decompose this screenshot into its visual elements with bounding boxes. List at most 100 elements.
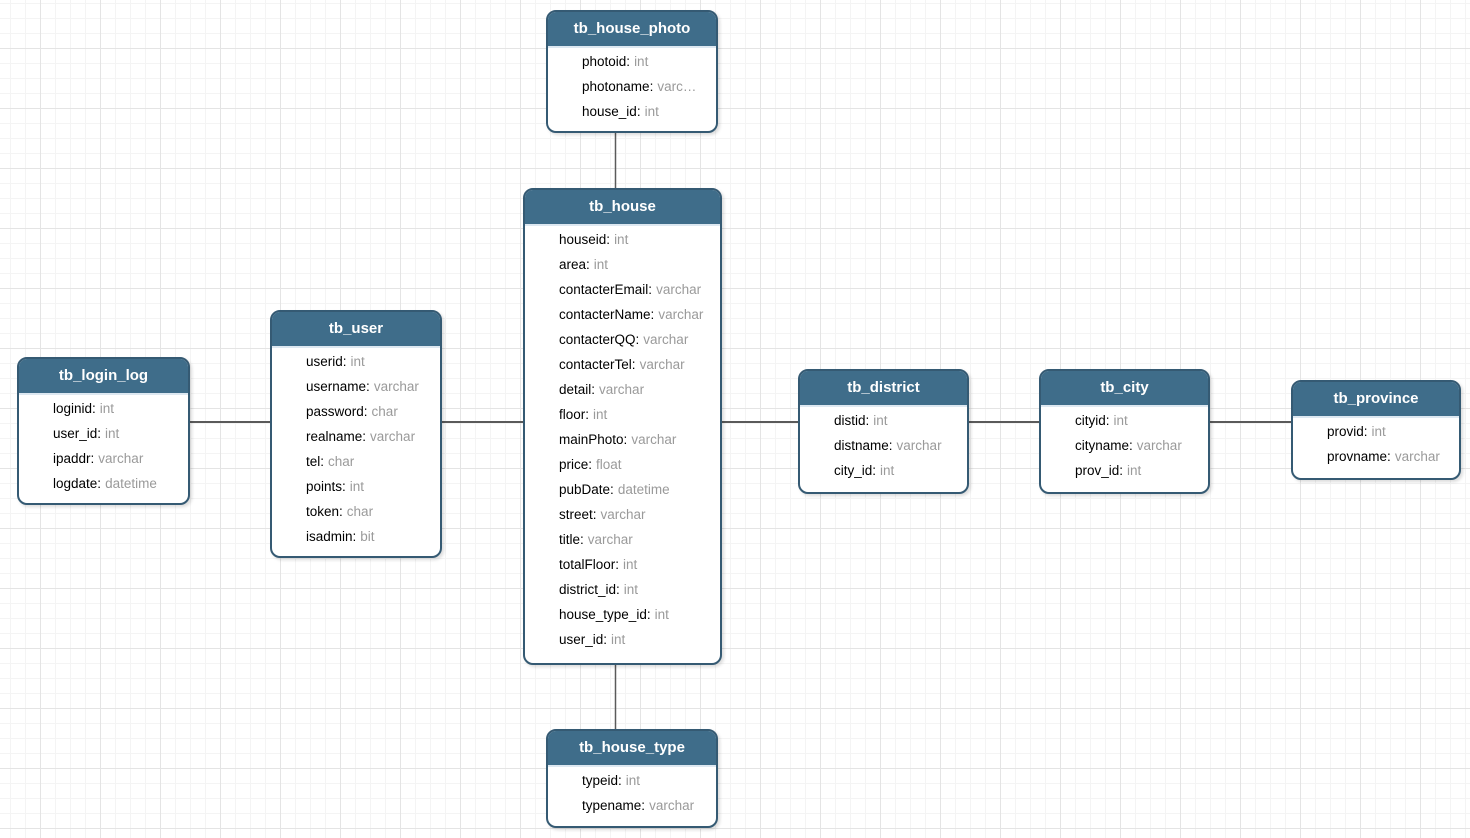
- field-row[interactable]: user_idint: [525, 627, 720, 652]
- field-row[interactable]: district_idint: [525, 577, 720, 602]
- field-row[interactable]: house_idint: [548, 99, 716, 124]
- field-row[interactable]: city_id int: [800, 458, 967, 483]
- field-row[interactable]: logdatedatetime: [19, 471, 188, 496]
- field-type: int: [623, 582, 639, 597]
- table-node-tb_house_type[interactable]: tb_house_typetypeidinttypenamevarchar: [546, 729, 718, 828]
- field-row[interactable]: typeidint: [548, 768, 716, 793]
- field-row[interactable]: distidint: [800, 408, 967, 433]
- table-node-tb_user[interactable]: tb_useruseridintusernamevarcharpasswordc…: [270, 310, 442, 558]
- table-node-tb_login_log[interactable]: tb_login_logloginidintuser_idintipaddrva…: [17, 357, 190, 505]
- field-row[interactable]: pointsint: [272, 474, 440, 499]
- field-row[interactable]: prov_id int: [1041, 458, 1208, 483]
- field-name: city_id: [834, 463, 876, 478]
- field-row[interactable]: provnamevarchar: [1293, 444, 1459, 469]
- field-row[interactable]: contacterEmailvarchar: [525, 277, 720, 302]
- field-row[interactable]: cityidint: [1041, 408, 1208, 433]
- field-name: totalFloor: [559, 557, 619, 572]
- table-title[interactable]: tb_house_type: [548, 731, 716, 767]
- table-fields: distidintdistnamevarchar city_id int: [800, 407, 967, 483]
- table-title[interactable]: tb_house_photo: [548, 12, 716, 48]
- field-row[interactable]: houseidint: [525, 227, 720, 252]
- field-row[interactable]: titlevarchar: [525, 527, 720, 552]
- field-row[interactable]: detailvarchar: [525, 377, 720, 402]
- table-node-tb_house_photo[interactable]: tb_house_photophotoidintphotonamevarc…ho…: [546, 10, 718, 133]
- field-row[interactable]: streetvarchar: [525, 502, 720, 527]
- field-row[interactable]: contacterNamevarchar: [525, 302, 720, 327]
- field-row[interactable]: telchar: [272, 449, 440, 474]
- field-row[interactable]: areaint: [525, 252, 720, 277]
- field-row[interactable]: photonamevarc…: [548, 74, 716, 99]
- field-row[interactable]: contacterQQvarchar: [525, 327, 720, 352]
- field-name: detail: [559, 382, 595, 397]
- field-type: int: [1127, 463, 1142, 478]
- table-title[interactable]: tb_province: [1293, 382, 1459, 418]
- table-fields: useridintusernamevarcharpasswordcharreal…: [272, 348, 440, 549]
- field-row[interactable]: citynamevarchar: [1041, 433, 1208, 458]
- field-name: points: [306, 479, 346, 494]
- field-row[interactable]: useridint: [272, 349, 440, 374]
- field-row[interactable]: house_type_idint: [525, 602, 720, 627]
- field-row[interactable]: pubDatedatetime: [525, 477, 720, 502]
- field-name: house_type_id: [559, 607, 651, 622]
- table-title[interactable]: tb_house: [525, 190, 720, 226]
- field-type: varchar: [656, 282, 702, 297]
- field-row[interactable]: pricefloat: [525, 452, 720, 477]
- field-name: prov_id: [1075, 463, 1123, 478]
- field-type: varchar: [370, 429, 416, 444]
- field-row[interactable]: tokenchar: [272, 499, 440, 524]
- field-type: datetime: [105, 476, 157, 491]
- field-name: price: [559, 457, 592, 472]
- field-row[interactable]: loginidint: [19, 396, 188, 421]
- field-type: varchar: [896, 438, 942, 453]
- field-type: varchar: [373, 379, 419, 394]
- field-type: int: [99, 401, 115, 416]
- field-row[interactable]: photoidint: [548, 49, 716, 74]
- table-node-tb_district[interactable]: tb_districtdistidintdistnamevarcharcity_…: [798, 369, 969, 494]
- table-node-tb_province[interactable]: tb_provinceprovidintprovnamevarchar: [1291, 380, 1461, 480]
- field-type: varchar: [1394, 449, 1440, 464]
- field-type: char: [328, 454, 355, 469]
- field-row[interactable]: floorint: [525, 402, 720, 427]
- field-row[interactable]: providint: [1293, 419, 1459, 444]
- field-type: int: [880, 463, 895, 478]
- table-title[interactable]: tb_login_log: [19, 359, 188, 395]
- table-node-tb_city[interactable]: tb_citycityidintcitynamevarchar prov_id in…: [1039, 369, 1210, 494]
- field-type: datetime: [617, 482, 670, 497]
- table-title[interactable]: tb_district: [800, 371, 967, 407]
- field-row[interactable]: contacterTelvarchar: [525, 352, 720, 377]
- field-row[interactable]: distnamevarchar: [800, 433, 967, 458]
- field-name: tel: [306, 454, 324, 469]
- table-title[interactable]: tb_user: [272, 312, 440, 348]
- field-row[interactable]: mainPhotovarchar: [525, 427, 720, 452]
- table-fields: photoidintphotonamevarc…house_idint: [548, 48, 716, 124]
- table-fields: typeidinttypenamevarchar: [548, 767, 716, 818]
- field-type: int: [593, 407, 608, 422]
- table-fields: houseidintareaintcontacterEmailvarcharco…: [525, 226, 720, 652]
- field-row[interactable]: isadminbit: [272, 524, 440, 549]
- field-row[interactable]: totalFloorint: [525, 552, 720, 577]
- table-title[interactable]: tb_city: [1041, 371, 1208, 407]
- field-type: int: [1371, 424, 1386, 439]
- field-row[interactable]: realnamevarchar: [272, 424, 440, 449]
- field-type: bit: [360, 529, 375, 544]
- field-row[interactable]: ipaddrvarchar: [19, 446, 188, 471]
- field-type: int: [873, 413, 888, 428]
- field-type: varchar: [631, 432, 677, 447]
- field-row[interactable]: passwordchar: [272, 399, 440, 424]
- field-type: int: [350, 354, 365, 369]
- field-name: contacterName: [559, 307, 654, 322]
- field-name: title: [559, 532, 584, 547]
- field-type: varchar: [587, 532, 633, 547]
- field-name: street: [559, 507, 597, 522]
- field-name: houseid: [559, 232, 610, 247]
- field-name: typename: [582, 798, 645, 813]
- table-node-tb_house[interactable]: tb_househouseidintareaintcontacterEmailv…: [523, 188, 722, 665]
- field-row[interactable]: user_idint: [19, 421, 188, 446]
- field-name: house_id: [582, 104, 641, 119]
- field-type: varchar: [639, 357, 685, 372]
- field-row[interactable]: usernamevarchar: [272, 374, 440, 399]
- field-row[interactable]: typenamevarchar: [548, 793, 716, 818]
- field-type: int: [634, 54, 649, 69]
